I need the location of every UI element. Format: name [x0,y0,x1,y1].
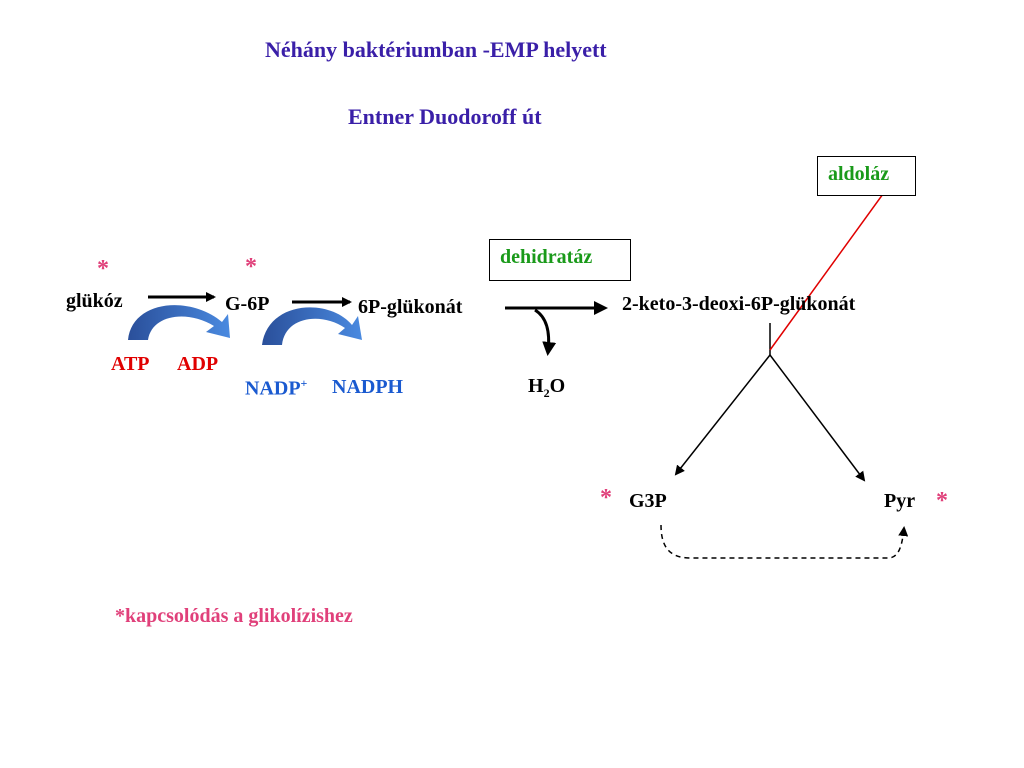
nadp-superscript: + [300,376,308,390]
compound-g3p: G3P [629,490,667,512]
curved-arrow-atp [128,305,230,340]
arrow-to-g3p [674,354,771,476]
slide-title: Néhány baktériumban -EMP helyett [265,37,607,62]
arrow-water-release [534,308,557,356]
enzyme-box-dehydratase: dehidratáz [489,239,631,281]
cofactor-nadph: NADPH [332,376,404,398]
enzyme-box-aldolase: aldoláz [817,156,916,196]
aldolase-line [769,174,898,351]
star-marker-g6p: * [245,254,257,280]
dashed-connection [660,524,909,559]
compound-glucose: glükóz [66,290,123,312]
cofactor-nadp: NADP+ [245,376,307,401]
curved-arrow-nadp [262,307,362,345]
slide-subtitle: Entner Duodoroff út [348,104,542,129]
compound-g6p: G-6P [225,293,270,315]
star-marker-pyr: * [936,488,948,514]
cofactor-adp: ADP [177,353,219,375]
water-h: H [528,375,544,397]
compound-water: H2O [528,375,565,401]
nadp-text: NADP [245,377,301,400]
star-marker-glucose: * [97,256,109,282]
footnote: *kapcsolódás a glikolízishez [115,605,353,627]
compound-pyr: Pyr [884,490,916,512]
star-marker-g3p: * [600,485,612,511]
arrow-to-pyr [769,354,866,482]
compound-kdpg: 2-keto-3-deoxi-6P-glükonát [622,293,856,315]
enzyme-label-aldolase: aldoláz [828,163,890,185]
cofactor-atp: ATP [111,353,150,375]
water-subscript: 2 [543,386,550,400]
enzyme-label-dehydratase: dehidratáz [500,246,593,268]
compound-6p-gluconate: 6P-glükonát [358,296,463,318]
water-o: O [549,375,566,397]
